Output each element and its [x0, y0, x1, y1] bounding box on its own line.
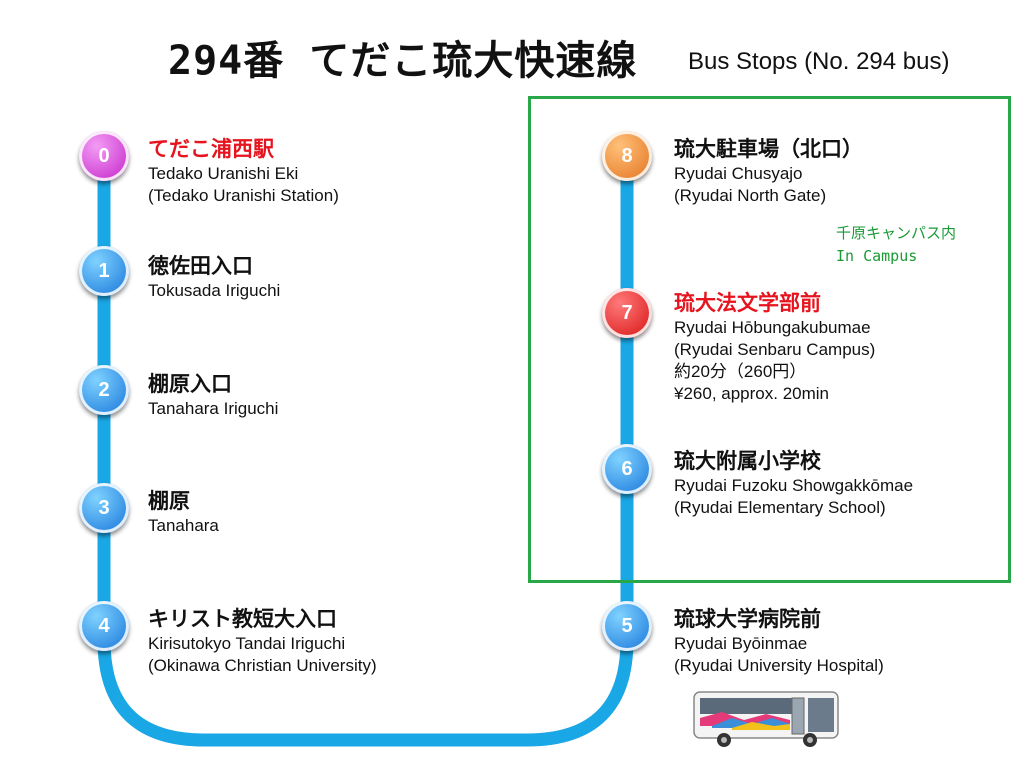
stop-name-en-1: Tokusada Iriguchi — [148, 281, 281, 300]
stop-name-en2-8: (Ryudai North Gate) — [674, 186, 827, 205]
stop-name-en2-4: (Okinawa Christian University) — [148, 656, 377, 675]
stop-number-2: 2 — [98, 378, 110, 401]
route-path — [97, 143, 634, 747]
stop-fare-en-7: ¥260, approx. 20min — [674, 384, 829, 403]
stop-number-1: 1 — [98, 259, 110, 282]
stop-name-en-5: Ryudai Byōinmae — [674, 634, 808, 653]
stop-marker-7[interactable]: 7 — [602, 288, 652, 338]
stop-name-jp-4: キリスト教短大入口 — [148, 607, 337, 631]
stop-marker-4[interactable]: 4 — [79, 601, 129, 651]
stop-name-jp-6: 琉大附属小学校 — [674, 449, 821, 473]
stop-label-6: 琉大附属小学校 Ryudai Fuzoku Showgakkōmae (Ryud… — [674, 448, 913, 519]
stop-marker-8[interactable]: 8 — [602, 131, 652, 181]
campus-label-jp: 千原キャンパス内 — [836, 224, 957, 242]
stop-name-jp-1: 徳佐田入口 — [148, 254, 253, 278]
stop-label-5: 琉球大学病院前 Ryudai Byōinmae (Ryudai Universi… — [674, 606, 884, 677]
campus-boundary-box — [528, 96, 1011, 583]
stop-name-jp-5: 琉球大学病院前 — [674, 607, 821, 631]
stop-marker-3[interactable]: 3 — [79, 483, 129, 533]
stop-name-en2-0: (Tedako Uranishi Station) — [148, 186, 339, 205]
stop-fare-jp-7: 約20分（260円） — [674, 362, 807, 381]
stop-number-8: 8 — [621, 144, 633, 167]
stop-name-en-8: Ryudai Chusyajo — [674, 164, 803, 183]
stop-name-jp-8: 琉大駐車場（北口） — [674, 137, 863, 161]
stop-name-en-4: Kirisutokyo Tandai Iriguchi — [148, 634, 346, 653]
stop-name-jp-0: てだこ浦西駅 — [148, 137, 274, 161]
stop-name-en-2: Tanahara Iriguchi — [148, 399, 279, 418]
stop-number-3: 3 — [98, 496, 110, 519]
stop-name-en-3: Tanahara — [148, 516, 219, 535]
stop-name-jp-2: 棚原入口 — [148, 372, 232, 396]
stop-number-5: 5 — [621, 614, 633, 637]
stop-label-1: 徳佐田入口 Tokusada Iriguchi — [148, 253, 280, 302]
stop-marker-1[interactable]: 1 — [79, 246, 129, 296]
stop-label-3: 棚原 Tanahara — [148, 488, 219, 537]
stop-name-en-0: Tedako Uranishi Eki — [148, 164, 299, 183]
stop-name-jp-7: 琉大法文学部前 — [674, 291, 821, 315]
stop-marker-0[interactable]: 0 — [79, 131, 129, 181]
page-title-jp: 294番 てだこ琉大快速線 — [168, 38, 638, 84]
stop-name-en2-5: (Ryudai University Hospital) — [674, 656, 884, 675]
stop-name-en2-7: (Ryudai Senbaru Campus) — [674, 340, 876, 359]
stop-label-4: キリスト教短大入口 Kirisutokyo Tandai Iriguchi (O… — [148, 606, 377, 677]
stop-name-en2-6: (Ryudai Elementary School) — [674, 498, 886, 517]
stop-marker-5[interactable]: 5 — [602, 601, 652, 651]
stop-label-8: 琉大駐車場（北口） Ryudai Chusyajo (Ryudai North … — [674, 136, 863, 207]
stop-number-0: 0 — [98, 144, 110, 167]
campus-label-en: In Campus — [836, 247, 918, 265]
campus-label: 千原キャンパス内 In Campus — [836, 222, 956, 268]
stop-number-4: 4 — [98, 614, 110, 637]
page-title-en: Bus Stops (No. 294 bus) — [688, 48, 950, 75]
stop-number-7: 7 — [621, 301, 633, 324]
stop-label-2: 棚原入口 Tanahara Iriguchi — [148, 371, 278, 420]
stop-marker-2[interactable]: 2 — [79, 365, 129, 415]
bus-icon — [693, 691, 839, 747]
stop-label-0: てだこ浦西駅 Tedako Uranishi Eki (Tedako Urani… — [148, 136, 339, 207]
stop-number-6: 6 — [621, 457, 633, 480]
stop-name-en-6: Ryudai Fuzoku Showgakkōmae — [674, 476, 914, 495]
stop-name-en-7: Ryudai Hōbungakubumae — [674, 318, 871, 337]
stop-label-7: 琉大法文学部前 Ryudai Hōbungakubumae (Ryudai Se… — [674, 290, 875, 405]
stop-marker-6[interactable]: 6 — [602, 444, 652, 494]
stop-name-jp-3: 棚原 — [148, 489, 190, 513]
